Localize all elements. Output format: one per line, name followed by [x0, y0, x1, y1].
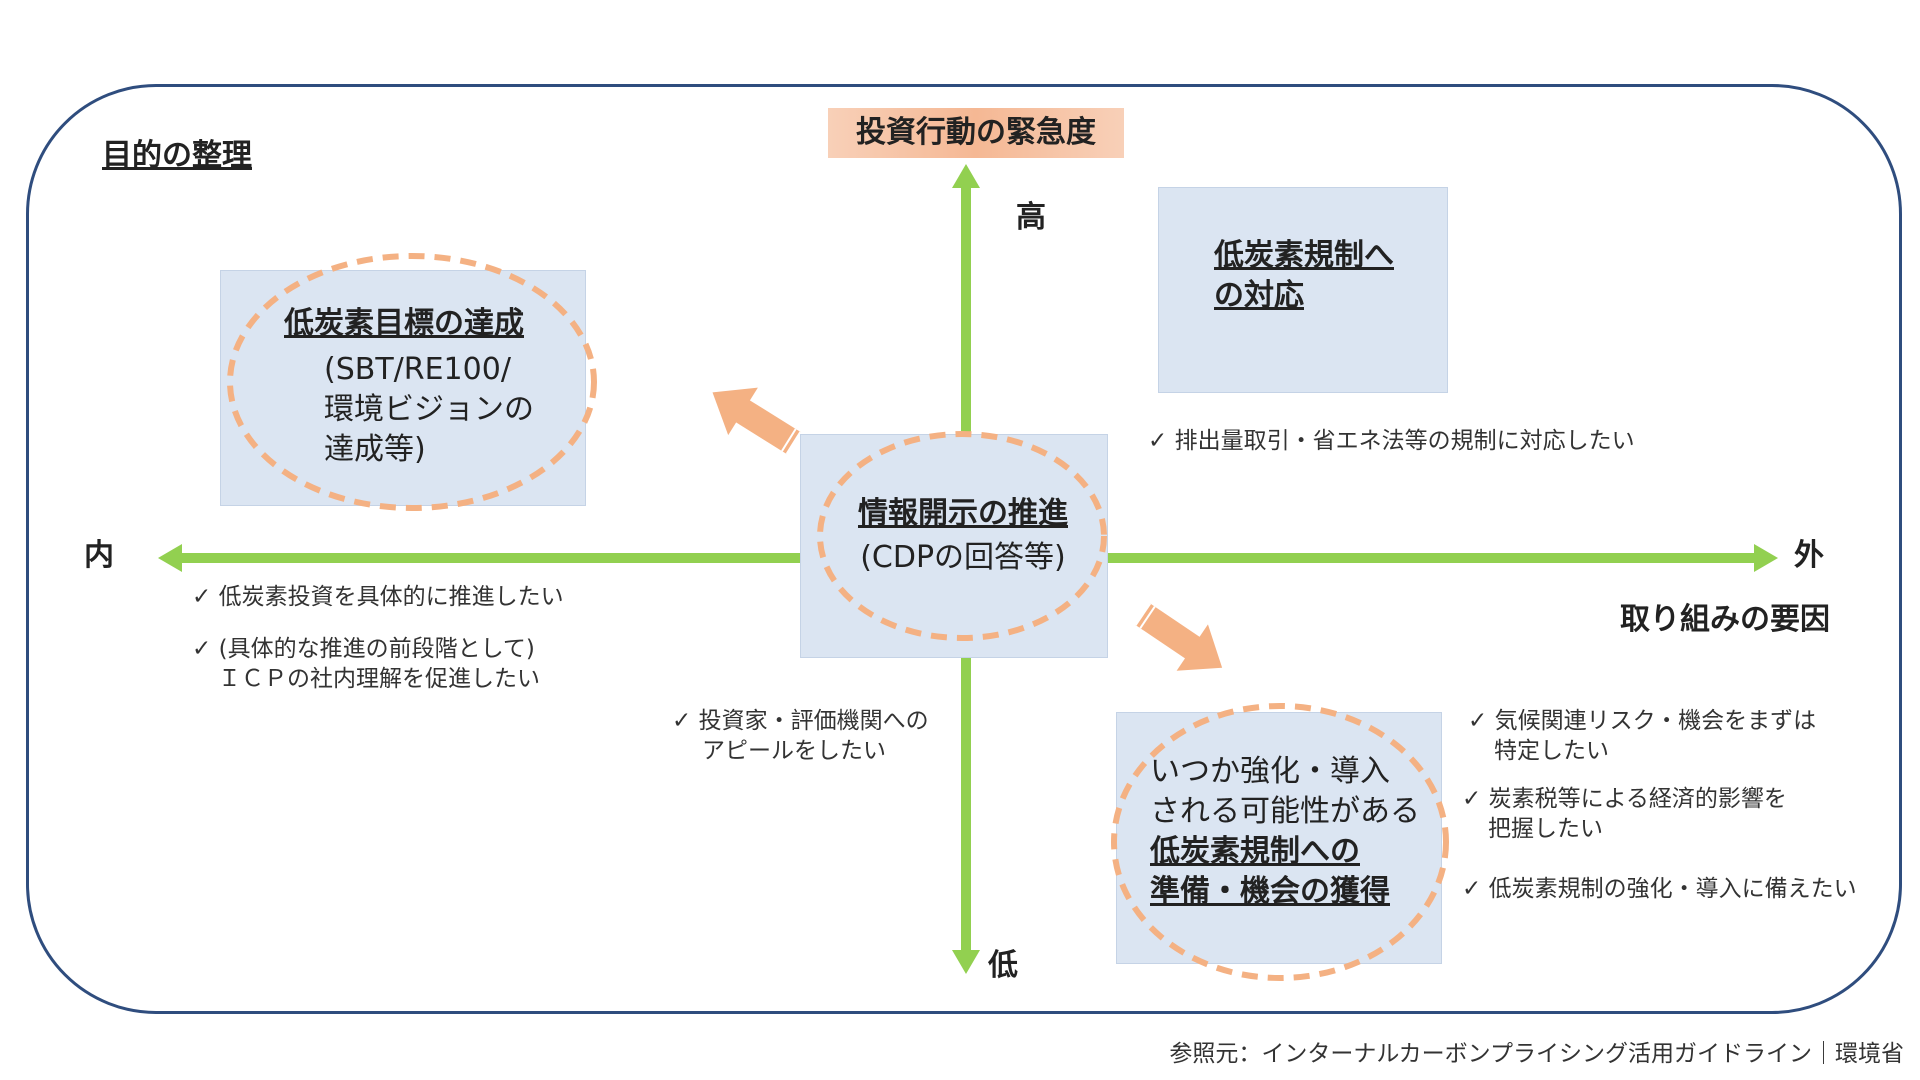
horizontal-axis-arrow-left: [158, 544, 182, 572]
check-center-bottom: ✓ 投資家・評価機関への アピールをしたい: [672, 706, 929, 766]
check-center-bottom-text: 投資家・評価機関への: [698, 708, 929, 734]
check-bottom-right-2-text: 炭素税等による経済的影響を: [1488, 786, 1787, 812]
check-bottom-right-3-text: 低炭素規制の強化・導入に備えたい: [1488, 876, 1857, 902]
bottom-right-line-2: される可能性がある: [1150, 794, 1420, 829]
source-citation: 参照元：インターナルカーボンプライシング活用ガイドライン｜環境省: [1169, 1041, 1904, 1067]
check-left-2: ✓ (具体的な推進の前段階として) ＩＣＰの社内理解を促進したい: [192, 634, 540, 694]
vertical-axis-low-label: 低: [988, 948, 1018, 983]
note-top-left: [220, 270, 586, 506]
top-left-heading: 低炭素目標の達成: [284, 306, 524, 341]
bottom-right-text: いつか強化・導入 される可能性がある 低炭素規制への 準備・機会の獲得: [1150, 752, 1446, 912]
check-icon: ✓: [1148, 428, 1168, 454]
dashed-ellipse-bottom-right: [1111, 703, 1449, 981]
vertical-axis-arrow-down: [952, 950, 980, 974]
check-icon: ✓: [1468, 708, 1488, 734]
center-text: 情報開示の推進 (CDPの回答等): [828, 494, 1098, 578]
check-icon: ✓: [1462, 786, 1482, 812]
top-right-text: 低炭素規制へ の対応: [1214, 236, 1434, 316]
top-left-line-2: 環境ビジョンの: [324, 392, 534, 427]
horizontal-axis-arrow-right: [1754, 544, 1778, 572]
check-bottom-right-1-text: 気候関連リスク・機会をまずは: [1494, 708, 1817, 734]
check-bottom-right-1-text-cont: 特定したい: [1494, 738, 1609, 764]
top-right-line-1: 低炭素規制へ: [1214, 238, 1394, 273]
check-bottom-right-2-text-cont: 把握したい: [1488, 816, 1603, 842]
note-center: [800, 434, 1108, 658]
check-bottom-right-3: ✓ 低炭素規制の強化・導入に備えたい: [1462, 874, 1857, 904]
arrow-to-top-left: [712, 387, 803, 456]
purpose-title: 目的の整理: [102, 138, 252, 173]
check-left-2-text: (具体的な推進の前段階として): [218, 636, 535, 662]
check-bottom-right-2: ✓ 炭素税等による経済的影響を 把握したい: [1462, 784, 1787, 844]
vertical-axis-high-label: 高: [1016, 200, 1046, 235]
check-bottom-right-1: ✓ 気候関連リスク・機会をまずは 特定したい: [1468, 706, 1816, 766]
check-left-1-text: 低炭素投資を具体的に推進したい: [218, 584, 564, 610]
arrow-to-bottom-right: [1134, 602, 1223, 671]
check-icon: ✓: [1462, 876, 1482, 902]
top-right-line-2: の対応: [1214, 278, 1304, 313]
note-bottom-right: [1116, 712, 1442, 964]
top-left-line-3: 達成等): [324, 432, 426, 467]
center-heading: 情報開示の推進: [858, 496, 1068, 531]
check-icon: ✓: [192, 636, 212, 662]
horizontal-axis-inner-label: 内: [84, 538, 114, 573]
dashed-ellipse-center: [817, 431, 1107, 641]
check-icon: ✓: [672, 708, 692, 734]
top-left-text: 低炭素目標の達成 (SBT/RE100/ 環境ビジョンの 達成等): [284, 304, 604, 470]
check-left-2-text-cont: ＩＣＰの社内理解を促進したい: [218, 666, 540, 692]
horizontal-axis-title: 取り組みの要因: [1620, 602, 1830, 637]
check-center-bottom-text-cont: アピールをしたい: [702, 738, 886, 764]
vertical-axis-arrow-up: [952, 164, 980, 188]
bottom-right-line-3: 低炭素規制への: [1150, 834, 1360, 869]
check-left-1: ✓ 低炭素投資を具体的に推進したい: [192, 582, 564, 612]
top-left-line-1: (SBT/RE100/: [324, 352, 511, 387]
note-top-right: [1158, 187, 1448, 393]
diagram-frame: [26, 84, 1902, 1014]
bottom-right-line-4: 準備・機会の獲得: [1150, 874, 1390, 909]
check-icon: ✓: [192, 584, 212, 610]
vertical-axis-title: 投資行動の緊急度: [828, 108, 1124, 158]
check-top-right: ✓ 排出量取引・省エネ法等の規制に対応したい: [1148, 426, 1635, 456]
center-sub: (CDPの回答等): [860, 540, 1066, 575]
horizontal-axis-outer-label: 外: [1794, 538, 1824, 573]
dashed-ellipse-top-left: [227, 253, 597, 511]
bottom-right-line-1: いつか強化・導入: [1150, 754, 1390, 789]
check-top-right-text: 排出量取引・省エネ法等の規制に対応したい: [1174, 428, 1635, 454]
